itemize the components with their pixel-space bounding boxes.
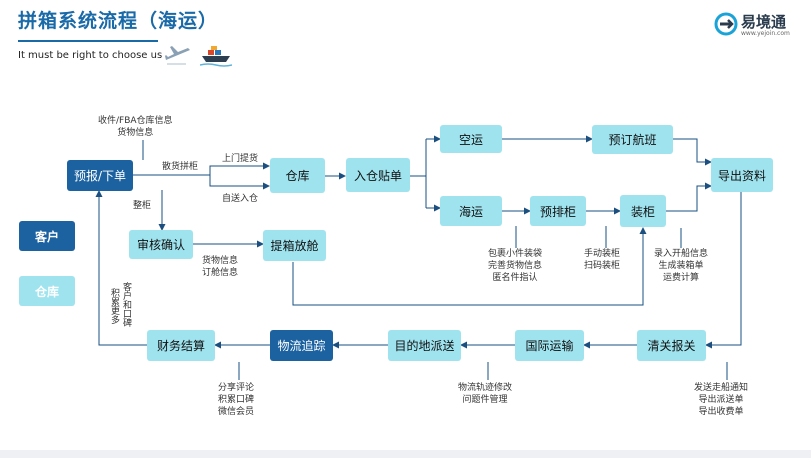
label-info-top: 收件/FBA仓库信息 货物信息 — [98, 115, 173, 139]
label-loading-note-2: 生成装箱单 — [658, 261, 704, 271]
label-loading-note-3: 运费计算 — [663, 273, 700, 283]
node-customs: 清关报关 — [637, 330, 706, 361]
node-sea: 海运 — [440, 196, 502, 226]
label-side-a: 客户和口碑 — [121, 282, 131, 327]
label-customs-note-1: 发送走船通知 — [694, 383, 749, 393]
node-pickup: 提箱放舱 — [263, 230, 326, 261]
node-air: 空运 — [440, 125, 502, 153]
label-review-note-3: 微信会员 — [218, 407, 255, 417]
label-loose: 散货拼柜 — [162, 162, 199, 172]
label-cargo-info-2: 订舱信息 — [202, 268, 239, 278]
label-cargo-info: 货物信息 订舱信息 — [202, 255, 238, 279]
node-warehouse: 仓库 — [270, 158, 325, 193]
label-full: 整柜 — [133, 201, 152, 211]
label-self-send: 自送入仓 — [222, 194, 259, 204]
label-tracking-note-1: 物流轨迹修改 — [458, 383, 513, 393]
label-tracking-note-2: 问题件管理 — [462, 395, 508, 405]
page-subtitle: It must be right to choose us — [18, 50, 163, 61]
node-loading: 装柜 — [620, 195, 666, 227]
node-order: 预报/下单 — [67, 160, 133, 191]
node-export-docs: 导出资料 — [711, 158, 773, 192]
label-manual-note-1: 手动装柜 — [584, 249, 621, 259]
label-review-note-1: 分享评论 — [218, 383, 255, 393]
label-loading-note-1: 录入开船信息 — [654, 249, 709, 259]
node-audit: 审核确认 — [129, 230, 193, 259]
label-package-notes: 包裹小件装袋 完善货物信息 匿名件指认 — [488, 248, 542, 284]
title-underline — [18, 40, 158, 42]
label-review-note-2: 积累口碑 — [218, 395, 255, 405]
label-info-cargo: 货物信息 — [117, 128, 154, 138]
label-package-note-1: 包裹小件装袋 — [488, 249, 543, 259]
brand-logo: 易境通 www.yejoin.com — [714, 10, 804, 40]
node-intl-transport: 国际运输 — [515, 330, 584, 361]
node-inbound: 入仓贴单 — [346, 158, 410, 192]
cargo-ship-icon — [200, 46, 232, 67]
airplane-icon — [165, 46, 190, 65]
brand-logo-icon — [714, 12, 738, 36]
legend-warehouse: 仓库 — [19, 276, 75, 306]
node-delivery: 目的地派送 — [388, 330, 461, 361]
label-customs-note-2: 导出派送单 — [698, 395, 744, 405]
node-settlement: 财务结算 — [147, 330, 215, 361]
page-title: 拼箱系统流程（海运） — [18, 10, 219, 32]
label-tracking-notes: 物流轨迹修改 问题件管理 — [458, 382, 512, 406]
node-book-flight: 预订航班 — [592, 125, 673, 154]
label-manual-note-2: 扫码装柜 — [584, 261, 621, 271]
label-side-b: 积累更多 — [109, 288, 119, 324]
label-pickup-door: 上门提货 — [222, 154, 259, 164]
label-customs-notes: 发送走船通知 导出派送单 导出收费单 — [694, 382, 748, 418]
label-package-note-2: 完善货物信息 — [488, 261, 543, 271]
bottom-band — [0, 450, 811, 458]
label-manual-notes: 手动装柜 扫码装柜 — [584, 248, 620, 272]
label-customs-note-3: 导出收费单 — [698, 407, 744, 417]
brand-name: 易境通 — [741, 13, 787, 31]
node-prebook: 预排柜 — [530, 196, 586, 226]
label-loading-notes: 录入开船信息 生成装箱单 运费计算 — [654, 248, 708, 284]
legend-customer: 客户 — [19, 221, 75, 251]
label-package-note-3: 匿名件指认 — [492, 273, 538, 283]
brand-url: www.yejoin.com — [741, 30, 790, 37]
node-tracking: 物流追踪 — [270, 330, 333, 361]
label-info-recipient: 收件/FBA仓库信息 — [98, 116, 173, 126]
label-cargo-info-1: 货物信息 — [202, 256, 239, 266]
label-review-notes: 分享评论 积累口碑 微信会员 — [218, 382, 254, 418]
